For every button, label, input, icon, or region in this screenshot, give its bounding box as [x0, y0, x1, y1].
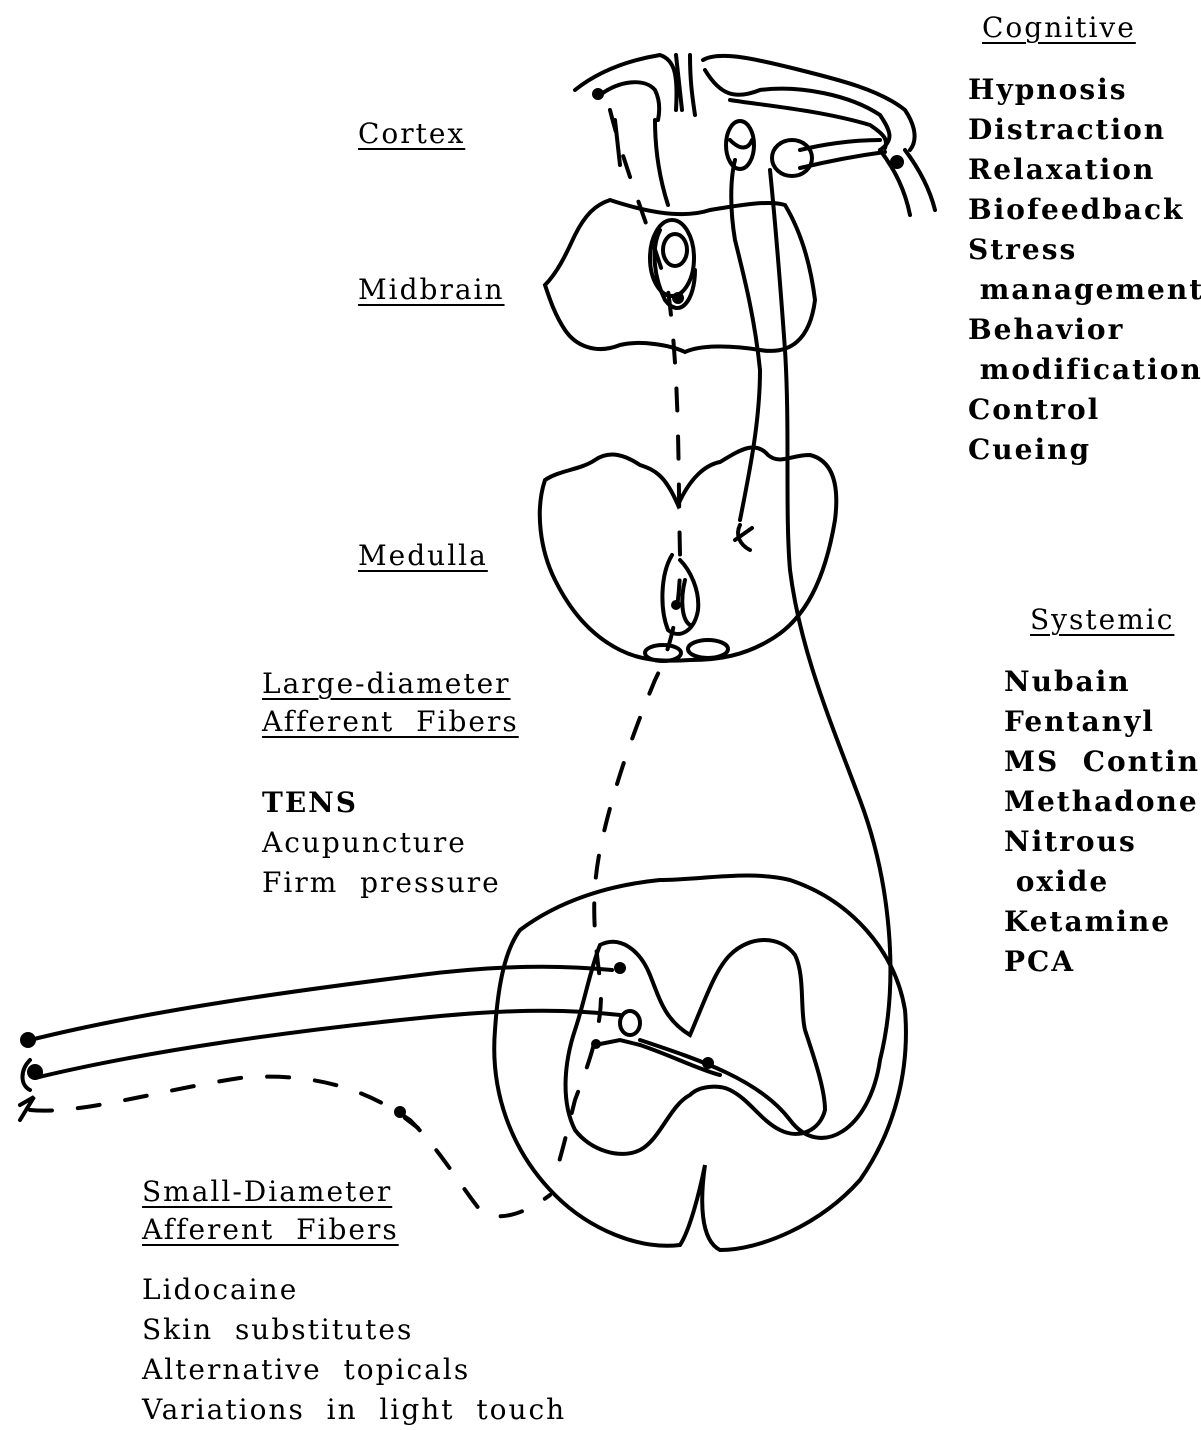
small-fibers-heading-line2: Afferent Fibers [142, 1210, 399, 1250]
list-item: oxide [1004, 862, 1200, 902]
list-item: Methadone [1004, 782, 1200, 822]
list-item: Skin substitutes [142, 1310, 566, 1350]
list-item: management [968, 270, 1201, 310]
list-item: Control [968, 390, 1201, 430]
list-item: Hypnosis [968, 70, 1201, 110]
small-fiber-treatment-list: Lidocaine Skin substitutes Alternative t… [142, 1270, 566, 1430]
cortex-label: Cortex [358, 114, 465, 154]
list-item: Biofeedback [968, 190, 1201, 230]
cognitive-treatment-list: Hypnosis Distraction Relaxation Biofeedb… [968, 70, 1201, 470]
list-item: Fentanyl [1004, 702, 1200, 742]
list-item: Alternative topicals [142, 1350, 566, 1390]
small-fibers-heading-line1: Small-Diameter [142, 1172, 392, 1212]
list-item: Nubain [1004, 662, 1200, 702]
cortex-drawing [575, 55, 935, 215]
list-item: PCA [1004, 942, 1200, 982]
list-item: Variations in light touch [142, 1390, 566, 1430]
list-item: Lidocaine [142, 1270, 566, 1310]
list-item: TENS [262, 783, 501, 823]
list-item: Acupuncture [262, 823, 501, 863]
list-item: Ketamine [1004, 902, 1200, 942]
list-item: Distraction [968, 110, 1201, 150]
systemic-heading: Systemic [1030, 600, 1174, 640]
list-item: Stress [968, 230, 1201, 270]
list-item: modification [968, 350, 1201, 390]
ascending-tract-line [640, 170, 890, 1138]
large-fibers-heading-line1: Large-diameter [262, 664, 511, 704]
systemic-treatment-list: Nubain Fentanyl MS Contin Methadone Nitr… [1004, 662, 1200, 982]
medulla-label: Medulla [358, 536, 488, 576]
list-item: Behavior [968, 310, 1201, 350]
list-item: Nitrous [1004, 822, 1200, 862]
list-item: MS Contin [1004, 742, 1200, 782]
large-fibers-heading-line2: Afferent Fibers [262, 702, 519, 742]
large-fiber-treatment-list: TENS Acupuncture Firm pressure [262, 783, 501, 903]
list-item: Firm pressure [262, 863, 501, 903]
medulla-tract-line [731, 160, 760, 520]
midbrain-label: Midbrain [358, 270, 505, 310]
list-item: Relaxation [968, 150, 1201, 190]
medulla-drawing [540, 447, 836, 661]
list-item: Cueing [968, 430, 1201, 470]
cognitive-heading: Cognitive [982, 8, 1136, 48]
